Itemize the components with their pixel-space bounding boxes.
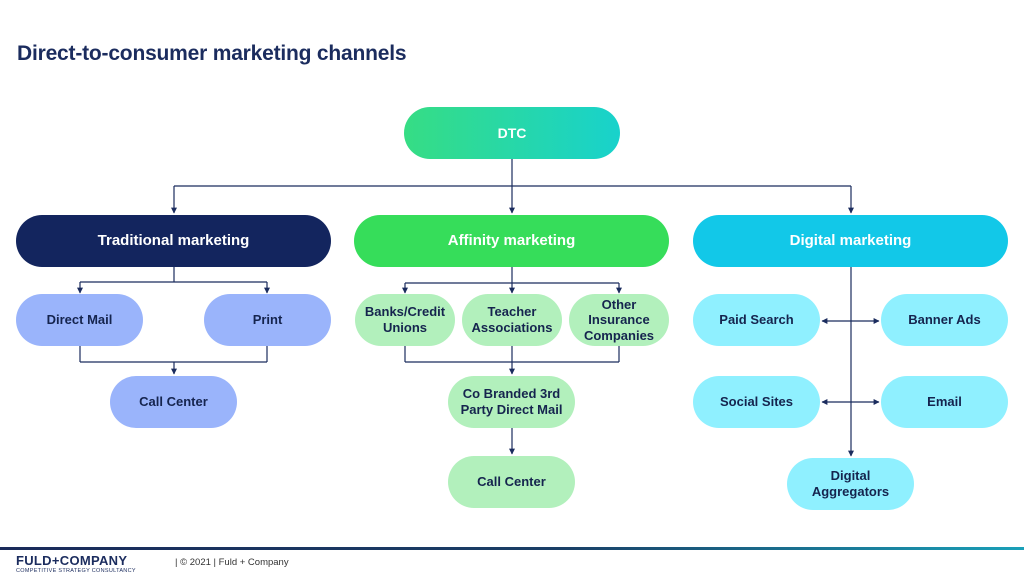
- banks-credit-unions-node: Banks/Credit Unions: [355, 294, 455, 346]
- affinity-marketing-node: Affinity marketing: [354, 215, 669, 267]
- print-node: Print: [204, 294, 331, 346]
- social-sites-node: Social Sites: [693, 376, 820, 428]
- teacher-associations-node: Teacher Associations: [462, 294, 562, 346]
- direct-mail-node: Direct Mail: [16, 294, 143, 346]
- banner-ads-node: Banner Ads: [881, 294, 1008, 346]
- dtc-node: DTC: [404, 107, 620, 159]
- email-node: Email: [881, 376, 1008, 428]
- copyright-text: | © 2021 | Fuld + Company: [175, 557, 289, 568]
- company-logo: FULD+COMPANY: [16, 553, 128, 568]
- digital-marketing-node: Digital marketing: [693, 215, 1008, 267]
- footer-divider: [0, 547, 1024, 550]
- affinity-call-center-node: Call Center: [448, 456, 575, 508]
- other-insurance-companies-node: Other Insurance Companies: [569, 294, 669, 346]
- digital-aggregators-node: Digital Aggregators: [787, 458, 914, 510]
- paid-search-node: Paid Search: [693, 294, 820, 346]
- company-tagline: COMPETITIVE STRATEGY CONSULTANCY: [16, 568, 136, 574]
- traditional-marketing-node: Traditional marketing: [16, 215, 331, 267]
- page-title: Direct-to-consumer marketing channels: [17, 42, 407, 65]
- traditional-call-center-node: Call Center: [110, 376, 237, 428]
- co-branded-direct-mail-node: Co Branded 3rd Party Direct Mail: [448, 376, 575, 428]
